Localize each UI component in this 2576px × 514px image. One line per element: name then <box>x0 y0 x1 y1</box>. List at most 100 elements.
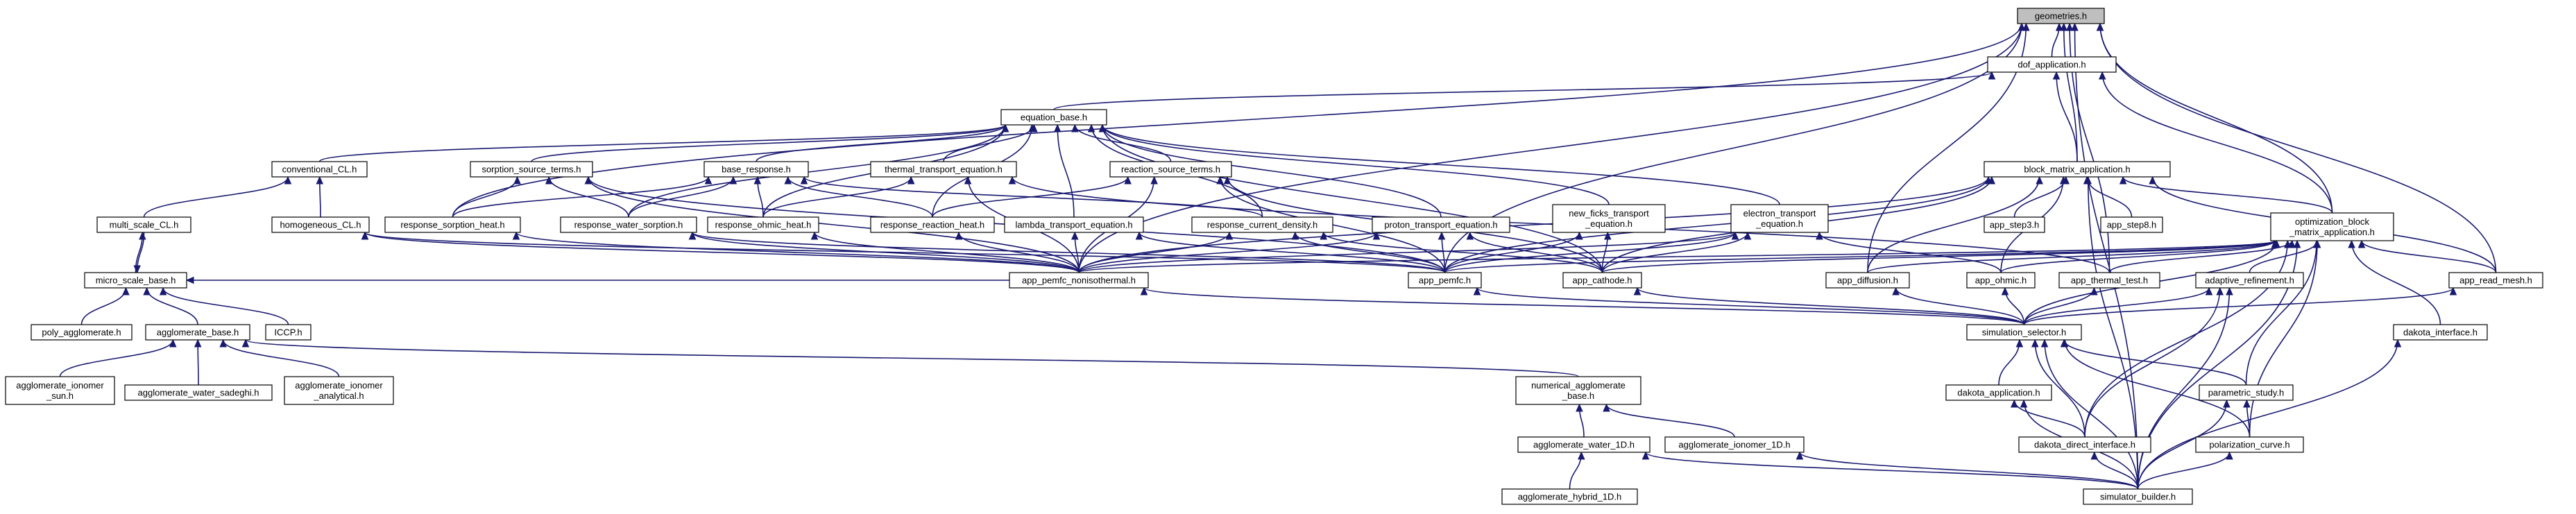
dependency-edge <box>515 232 1080 273</box>
file-node-response-sorption-heat[interactable]: response_sorption_heat.h <box>384 216 521 233</box>
file-node-response-ohmic-heat[interactable]: response_ohmic_heat.h <box>707 216 819 233</box>
dependency-edge <box>1601 232 1748 273</box>
dependency-edge <box>692 232 1446 273</box>
file-node-agglomerate-ionomer-analytical[interactable]: agglomerate_ionomer_analytical.h <box>284 376 394 405</box>
dependency-edge <box>2064 339 2251 438</box>
arrowhead-icon <box>1291 231 1299 240</box>
node-label: electron_transport <box>1743 208 1816 219</box>
node-label: agglomerate_ionomer <box>16 380 104 391</box>
file-node-app-cathode[interactable]: app_cathode.h <box>1562 272 1642 289</box>
dependency-edge <box>318 124 1006 162</box>
dependency-edge <box>2087 176 2139 490</box>
dependency-edge <box>2245 240 2317 386</box>
node-label: geometries.h <box>2035 11 2087 22</box>
node-label: _equation.h <box>1755 219 1803 229</box>
file-node-block-matrix-application[interactable]: block_matrix_application.h <box>1984 161 2171 178</box>
arrowhead-icon <box>2394 339 2402 348</box>
arrowhead-icon <box>2357 239 2366 248</box>
arrowhead-icon <box>2040 339 2049 348</box>
file-node-sorption-source-terms[interactable]: sorption_source_terms.h <box>470 161 593 178</box>
file-node-thermal-transport-equation[interactable]: thermal_transport_equation.h <box>870 161 1017 178</box>
node-label: ICCP.h <box>274 327 302 338</box>
arrowhead-icon <box>2055 22 2063 31</box>
node-label: polarization_curve.h <box>2209 440 2289 450</box>
dependency-edge <box>1469 232 1603 273</box>
file-node-response-reaction-heat[interactable]: response_reaction_heat.h <box>870 216 995 233</box>
arrowhead-icon <box>2216 286 2224 295</box>
dependency-edge <box>2137 452 2230 490</box>
file-node-dakota-direct-interface[interactable]: dakota_direct_interface.h <box>2018 436 2151 453</box>
node-box <box>384 216 521 233</box>
node-box <box>2195 272 2304 289</box>
node-label: lambda_transport_equation.h <box>1015 220 1132 230</box>
node-box <box>284 376 394 405</box>
file-node-app-pemfc[interactable]: app_pemfc.h <box>1408 272 1482 289</box>
file-node-agglomerate-base[interactable]: agglomerate_base.h <box>145 324 250 341</box>
node-label: proton_transport_equation.h <box>1384 220 1497 230</box>
file-node-app-pemfc-nonisothermal[interactable]: app_pemfc_nonisothermal.h <box>1009 272 1149 289</box>
file-node-new-ficks-transport-equation[interactable]: new_ficks_transport_equation.h <box>1552 204 1666 233</box>
file-node-agglomerate-hybrid-1d[interactable]: agglomerate_hybrid_1D.h <box>1501 488 1638 505</box>
file-node-parametric-study[interactable]: parametric_study.h <box>2199 384 2294 401</box>
file-node-electron-transport-equation[interactable]: electron_transport_equation.h <box>1730 204 1829 233</box>
file-node-proton-transport-equation[interactable]: proton_transport_equation.h <box>1372 216 1510 233</box>
node-box <box>1987 56 2117 73</box>
file-node-reaction-source-terms[interactable]: reaction_source_terms.h <box>1109 161 1232 178</box>
file-node-app-thermal-test[interactable]: app_thermal_test.h <box>2058 272 2160 289</box>
arrowhead-icon <box>2205 286 2213 295</box>
file-node-app-step8[interactable]: app_step8.h <box>2100 216 2163 233</box>
file-node-response-water-sorption[interactable]: response_water_sorption.h <box>560 216 697 233</box>
arrowhead-icon <box>753 175 762 185</box>
file-node-optimization-block-matrix-application[interactable]: optimization_block_matrix_application.h <box>2270 212 2394 241</box>
file-node-agglomerate-ionomer-sun[interactable]: agglomerate_ionomer_sun.h <box>5 376 115 405</box>
file-node-agglomerate-ionomer-1d[interactable]: agglomerate_ionomer_1D.h <box>1664 436 1805 453</box>
arrowhead-icon <box>2090 286 2098 295</box>
node-label: base_response.h <box>722 164 791 175</box>
file-node-dakota-interface[interactable]: dakota_interface.h <box>2393 324 2488 341</box>
node-box <box>1191 216 1333 233</box>
dependency-edge <box>1057 124 1075 218</box>
node-box <box>2448 272 2543 289</box>
node-box <box>1984 216 2045 233</box>
file-node-micro-scale-base[interactable]: micro_scale_base.h <box>84 272 187 289</box>
file-node-iccp[interactable]: ICCP.h <box>265 324 312 341</box>
file-node-app-read-mesh[interactable]: app_read_mesh.h <box>2448 272 2543 289</box>
node-box <box>1009 272 1149 289</box>
file-node-app-step3[interactable]: app_step3.h <box>1984 216 2045 233</box>
file-node-conventional-cl[interactable]: conventional_CL.h <box>271 161 368 178</box>
arrowhead-icon <box>2090 451 2099 460</box>
dependency-edge <box>1444 240 2276 273</box>
file-node-agglomerate-water-1d[interactable]: agglomerate_water_1D.h <box>1517 436 1650 453</box>
node-box <box>84 272 187 289</box>
node-label: agglomerate_water_sadeghi.h <box>138 388 259 398</box>
arrowhead-icon <box>1140 286 1148 295</box>
file-node-dakota-application[interactable]: dakota_application.h <box>1945 384 2052 401</box>
file-node-geometries[interactable]: geometries.h <box>2017 8 2105 24</box>
file-node-base-response[interactable]: base_response.h <box>703 161 809 178</box>
file-node-simulator-builder[interactable]: simulator_builder.h <box>2083 488 2193 505</box>
file-node-app-ohmic[interactable]: app_ohmic.h <box>1966 272 2036 289</box>
node-label: simulator_builder.h <box>2100 492 2176 502</box>
file-node-simulation-selector[interactable]: simulation_selector.h <box>1966 324 2082 341</box>
file-node-dof-application[interactable]: dof_application.h <box>1987 56 2117 73</box>
node-box <box>2100 216 2163 233</box>
file-node-poly-agglomerate[interactable]: poly_agglomerate.h <box>31 324 133 341</box>
file-node-equation-base[interactable]: equation_base.h <box>1000 109 1107 126</box>
file-node-agglomerate-water-sadeghi[interactable]: agglomerate_water_sadeghi.h <box>124 384 273 401</box>
node-box <box>1730 204 1829 233</box>
node-label: agglomerate_water_1D.h <box>1533 440 1635 450</box>
node-box <box>5 376 115 405</box>
file-node-polarization-curve[interactable]: polarization_curve.h <box>2195 436 2304 453</box>
file-node-homogeneous-cl[interactable]: homogeneous_CL.h <box>271 216 370 233</box>
file-node-multi-scale-cl[interactable]: multi_scale_CL.h <box>96 216 191 233</box>
file-node-adaptive-refinement[interactable]: adaptive_refinement.h <box>2195 272 2304 289</box>
file-node-lambda-transport-equation[interactable]: lambda_transport_equation.h <box>1004 216 1144 233</box>
file-node-numerical-agglomerate-base[interactable]: numerical_agglomerate_base.h <box>1515 376 1641 405</box>
dependency-edge <box>2249 240 2318 438</box>
arrowhead-icon <box>2036 175 2043 185</box>
file-node-response-current-density[interactable]: response_current_density.h <box>1191 216 1333 233</box>
dependency-edge <box>2056 71 2078 162</box>
node-label: _analytical.h <box>313 391 364 401</box>
dependency-edge <box>1102 124 1780 205</box>
file-node-app-diffusion[interactable]: app_diffusion.h <box>1825 272 1910 289</box>
